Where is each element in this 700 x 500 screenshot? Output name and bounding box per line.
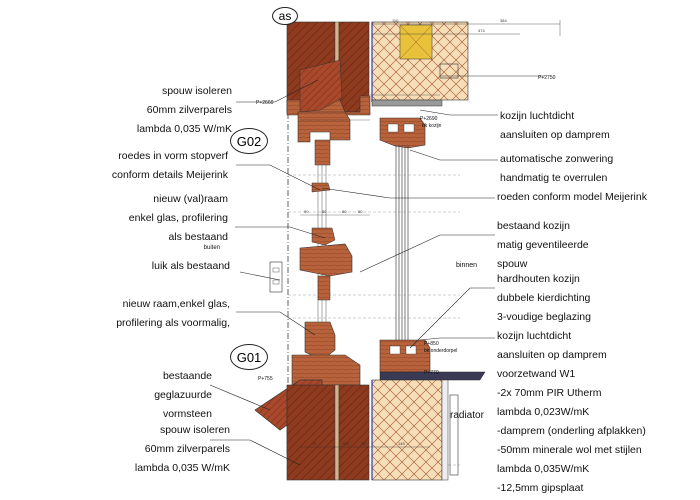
axis-marker-label: as [278,9,292,23]
dim-top-c: 474 [478,28,485,33]
grid-marker-g02: G02 [230,128,268,154]
level-p770: P+770 [424,370,439,376]
label-kozijn-top: kozijn luchtdicht aansluiten op damprem [500,110,610,141]
dim-top-b: 384 [500,18,507,23]
dim-6: 105 [342,441,349,446]
valraam-frame [311,227,336,246]
dim-2: 60 [322,209,327,214]
inner-brick-bottom [338,384,370,481]
lower-frame [291,354,361,386]
dimension-top [372,20,561,36]
level-p755: P+755 [258,376,273,382]
dim-8: 145 [398,441,405,446]
label-zonwering: automatische zonwering handmatig te over… [500,153,614,184]
glazing-lines [395,145,409,340]
shutter [269,261,283,293]
dim-top-a: 110 [392,18,399,23]
label-buiten: buiten [203,245,220,251]
inner-frame-bottom [379,339,431,373]
lower-sash [304,321,336,361]
grid-marker-g01: G01 [230,344,268,370]
inner-frame-top [379,117,426,149]
label-bestaand-kozijn: bestaand kozijn matig geventileerde spou… [497,220,589,270]
label-valraam: nieuw (val)raam enkel glas, profilering … [128,193,228,243]
label-voorzetwand-specs: -2x 70mm PIR Utherm lambda 0,023W/mK -da… [497,387,646,494]
label-hardhout: hardhouten kozijn dubbele kierdichting 3… [497,273,591,323]
dim-3: 80 [342,209,347,214]
level-p2660: P+2660 [256,100,274,106]
outer-brick-bottom [286,384,336,481]
label-kozijn-bottom: kozijn luchtdicht aansluiten op damprem … [497,330,607,380]
cavity-bottom [334,384,340,481]
leader-lines [209,79,498,466]
dim-7: 60 [362,441,367,446]
level-p2690: P+2690 [420,116,438,122]
level-p2750: P+2750 [538,75,556,81]
label-nieuw-raam: nieuw raam,enkel glas, profilering als v… [116,298,230,329]
middle-sill [299,243,353,277]
label-spouw-bottom: spouw isoleren 60mm zilverparels lambda … [134,424,230,474]
insulation-bottom [371,379,443,481]
grid-label-g01: G01 [236,349,262,365]
label-radiator: radiator [450,410,484,421]
label-roedes: roedes in vorm stopverf conform details … [111,150,228,181]
label-vormsteen: bestaande geglazuurde vormsteen [154,370,212,420]
level-bk-kozijn: bk kozijn [422,123,442,129]
label-luik: luik als bestaand [151,260,230,272]
dim-5: 75 [312,441,317,446]
top-frame-outer [297,111,351,143]
radiator-shape [449,394,459,476]
ceiling-top [371,99,443,107]
axis-marker: as [272,7,298,25]
dim-1: 90 [304,209,309,214]
label-binnen: binnen [456,262,478,269]
dim-4: 60 [358,209,363,214]
label-spouw-top: spouw isoleren 60mm zilverparels lambda … [136,85,232,135]
level-p850: P+850 [424,341,439,347]
grid-label-g02: G02 [236,133,262,149]
window-board [379,371,486,381]
roede-profile [311,182,331,193]
level-bk-onderdorpel: bk onderdorpel [424,348,457,354]
label-roeden: roeden conform model Meijerink [497,191,647,203]
